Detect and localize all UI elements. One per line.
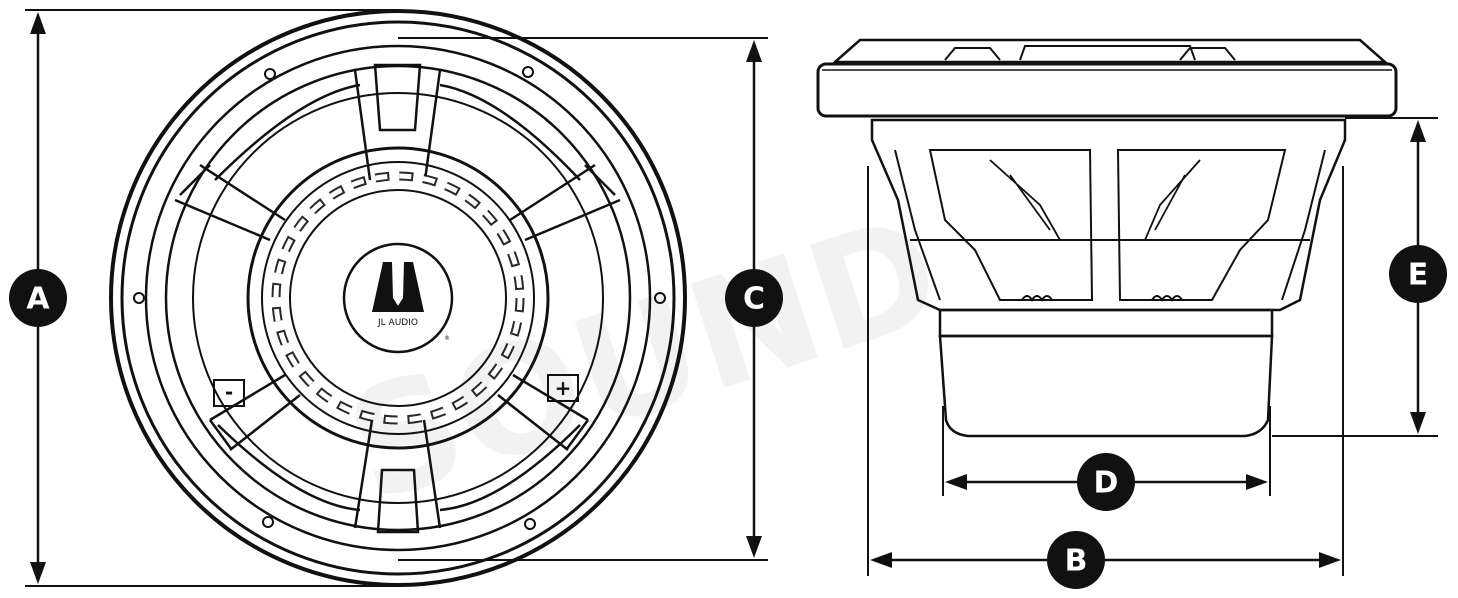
- registered-mark: ®: [444, 335, 450, 342]
- basket-spokes: [174, 63, 621, 534]
- cone-outer: [246, 146, 550, 450]
- magnet-can: [938, 334, 1274, 438]
- brand-logo: JL AUDIO ®: [372, 262, 450, 342]
- spoke-left-upper: [174, 163, 286, 242]
- arrow-down-icon: [1410, 412, 1426, 434]
- basket-strut: [894, 149, 1326, 301]
- arrow-up-icon: [30, 12, 46, 34]
- dimension-a-badge: [9, 269, 67, 327]
- mounting-hole: [522, 66, 534, 78]
- watermark: SOUND: [329, 183, 960, 536]
- terminal-coils: [1021, 295, 1183, 302]
- spoke-top: [353, 63, 442, 181]
- outer-rim-inner: [120, 20, 676, 576]
- spoke-right-upper: [509, 163, 621, 242]
- mounting-hole: [654, 292, 666, 304]
- window-arc: [214, 83, 361, 181]
- dimension-b: B: [867, 166, 1344, 589]
- basket-ring: [192, 92, 604, 504]
- mounting-hole: [262, 516, 274, 528]
- spoke-right-lower: [497, 373, 590, 451]
- window-arc: [439, 424, 581, 512]
- dimension-a: A: [9, 9, 398, 587]
- dimension-c-label: C: [743, 282, 765, 317]
- arrow-right-icon: [1319, 552, 1341, 568]
- mounting-hole: [133, 292, 145, 304]
- arrow-left-icon: [870, 552, 892, 568]
- mounting-hole: [264, 68, 276, 80]
- arrow-right-icon: [1246, 474, 1268, 490]
- dimension-d-label: D: [1094, 466, 1119, 501]
- arrow-down-icon: [746, 536, 762, 558]
- terminal-positive: +: [547, 374, 579, 402]
- dimension-a-label: A: [26, 282, 50, 317]
- dimension-b-label: B: [1065, 544, 1088, 579]
- mounting-holes: [133, 66, 666, 530]
- mounting-flange: [816, 62, 1398, 118]
- top-plate: [938, 308, 1274, 338]
- top-trim: [831, 38, 1389, 64]
- mount-ring: [144, 44, 652, 552]
- side-view: [816, 38, 1398, 438]
- dimension-c-badge: [725, 269, 783, 327]
- dimension-e-badge: [1389, 245, 1447, 303]
- window-arc: [217, 424, 361, 512]
- dimension-d-badge: [1077, 453, 1135, 511]
- logo-text: JL AUDIO: [377, 318, 418, 328]
- watermark-text: SOUND: [329, 183, 960, 536]
- basket-window-right: [1116, 149, 1287, 301]
- basket-body: [870, 118, 1347, 312]
- terminal-positive-label: +: [555, 376, 572, 400]
- basket-window-left: [928, 149, 1094, 301]
- cone-profile: [989, 159, 1201, 241]
- terminal-negative: -: [213, 379, 245, 407]
- dust-cap-ring: [289, 189, 507, 407]
- trim-detail: [944, 45, 1236, 61]
- window-arc: [439, 83, 581, 181]
- dimension-e: E: [1272, 117, 1447, 437]
- dust-cap: [342, 242, 454, 354]
- spoke-left-lower: [208, 373, 301, 451]
- arrow-up-icon: [746, 40, 762, 62]
- arrow-up-icon: [1410, 120, 1426, 142]
- arrow-left-icon: [945, 474, 967, 490]
- arrow-down-icon: [30, 562, 46, 584]
- dimension-e-label: E: [1408, 258, 1429, 293]
- dimension-b-badge: [1047, 531, 1105, 589]
- dimension-c: C: [398, 37, 783, 561]
- cone-vent-ring-fill: [273, 173, 523, 423]
- dimension-d: D: [942, 406, 1271, 511]
- logo-mark-icon: [372, 262, 424, 312]
- terminal-negative-label: -: [225, 380, 233, 404]
- mounting-hole: [524, 518, 536, 530]
- cone-ring: [261, 161, 535, 435]
